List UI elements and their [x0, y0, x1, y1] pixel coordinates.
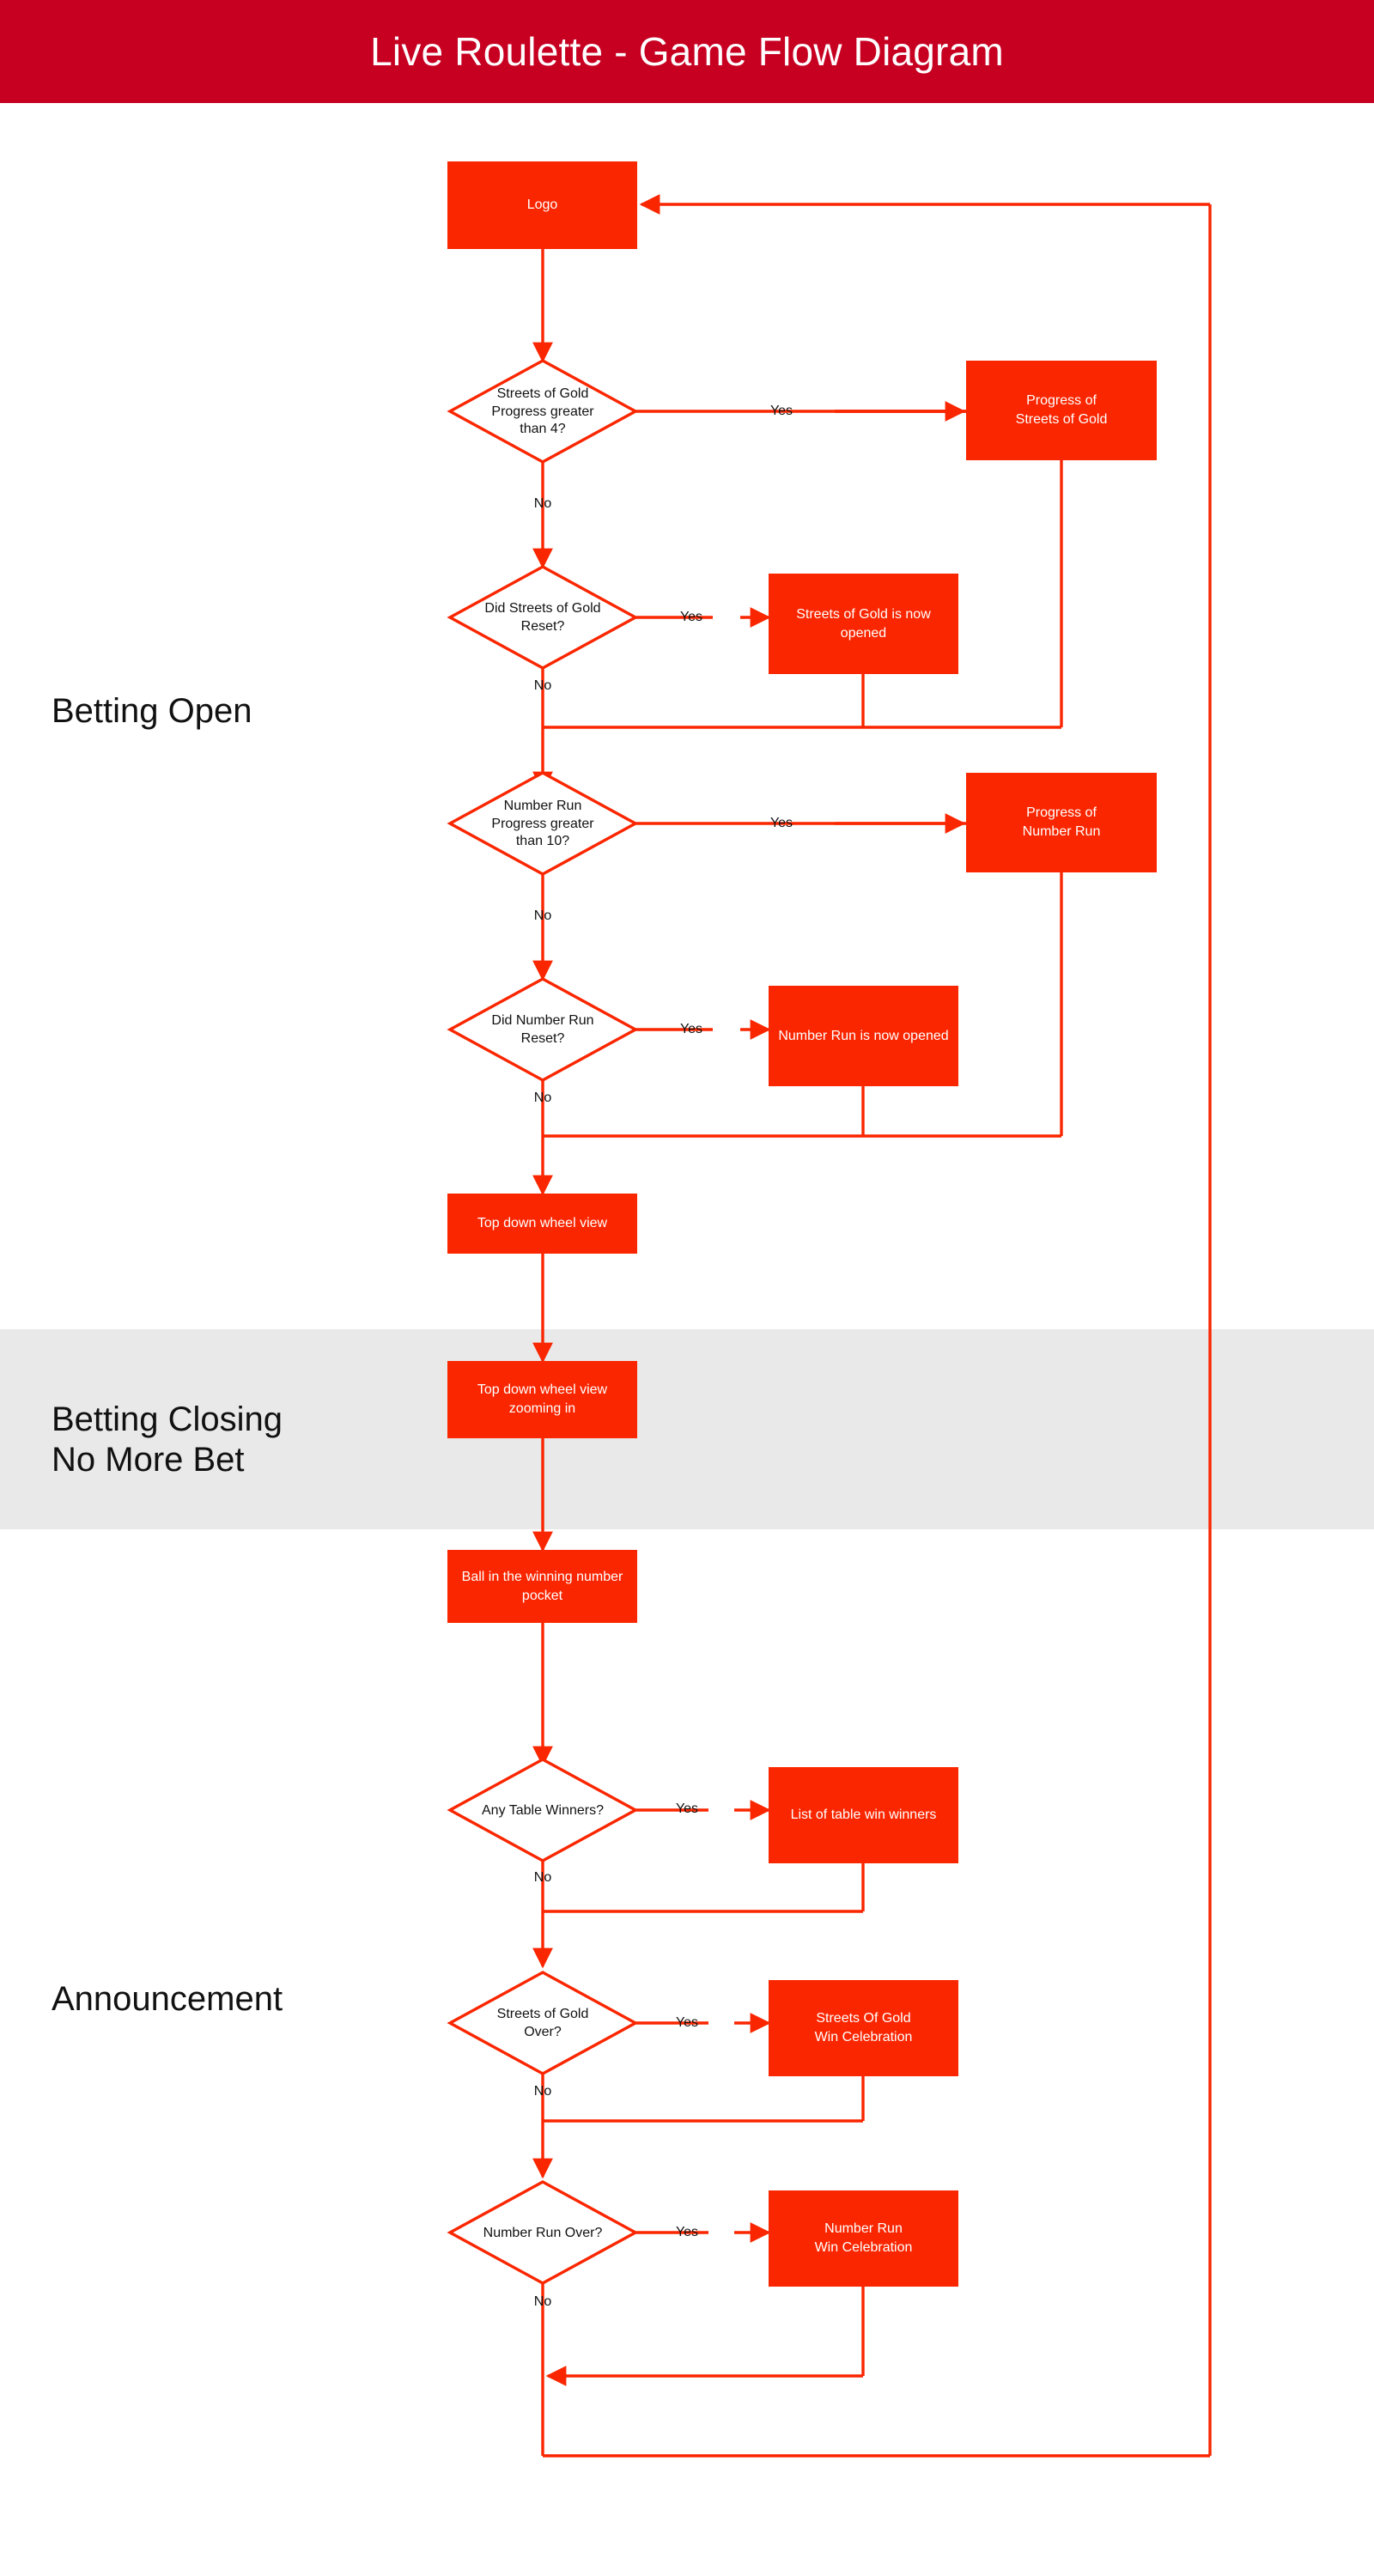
edge-label-no-6: No: [533, 2084, 552, 2099]
diamond-nr-progress: [447, 771, 639, 876]
edge-label-yes-1: Yes: [769, 404, 793, 418]
page-title: Live Roulette - Game Flow Diagram: [370, 29, 1004, 74]
label-table-winners-question[interactable]: Any Table Winners?: [482, 1802, 604, 1818]
node-top-down-wheel-view[interactable]: Top down wheel view: [447, 1194, 637, 1254]
node-top-down-wheel-view-zooming-in[interactable]: Top down wheel view zooming in: [447, 1361, 637, 1438]
diamond-nr-reset: [447, 977, 639, 1082]
node-ball-in-winning-number-pocket[interactable]: Ball in the winning number pocket: [447, 1550, 637, 1623]
edge-label-no-2: No: [533, 678, 552, 693]
edge-label-no-3: No: [533, 908, 552, 923]
phase-label-betting-closing: Betting Closing No More Bet: [52, 1400, 283, 1479]
diamond-sog-over: [447, 1971, 639, 2075]
node-progress-number-run[interactable]: Progress of Number Run: [966, 773, 1157, 872]
node-list-of-table-win-winners[interactable]: List of table win winners: [769, 1767, 958, 1863]
edge-label-no-7: No: [533, 2294, 552, 2309]
label-sog-reset-question[interactable]: Did Streets of Gold Reset?: [484, 601, 601, 634]
edge-label-no-4: No: [533, 1091, 552, 1105]
diamond-sog-reset: [447, 565, 639, 670]
phase-label-betting-open: Betting Open: [52, 692, 252, 730]
edge-label-no-5: No: [533, 1870, 552, 1885]
diamond-table-winners: [447, 1758, 639, 1862]
label-nr-over-question[interactable]: Number Run Over?: [483, 2225, 603, 2240]
phase-band-betting-closing: [0, 1329, 1374, 1529]
label-sog-progress-question[interactable]: Streets of Gold Progress greater than 4?: [491, 386, 594, 437]
edge-label-yes-7: Yes: [675, 2225, 699, 2239]
edge-label-no-1: No: [533, 496, 552, 511]
edge-label-yes-6: Yes: [675, 2015, 699, 2030]
node-number-run-win-celebration[interactable]: Number Run Win Celebration: [769, 2190, 958, 2287]
node-streets-of-gold-win-celebration[interactable]: Streets Of Gold Win Celebration: [769, 1980, 958, 2076]
edge-label-yes-3: Yes: [769, 816, 793, 830]
node-logo[interactable]: Logo: [447, 161, 637, 249]
diamond-nr-over: [447, 2180, 639, 2285]
node-streets-of-gold-opened[interactable]: Streets of Gold is now opened: [769, 574, 958, 674]
header-bar: Live Roulette - Game Flow Diagram: [0, 0, 1374, 103]
node-number-run-opened[interactable]: Number Run is now opened: [769, 986, 958, 1086]
diamond-sog-progress: [447, 359, 639, 464]
edge-label-yes-4: Yes: [679, 1022, 703, 1036]
label-sog-over-question[interactable]: Streets of Gold Over?: [496, 2007, 589, 2039]
edge-label-yes-5: Yes: [675, 1801, 699, 1816]
phase-label-announcement: Announcement: [52, 1980, 283, 2018]
label-nr-reset-question[interactable]: Did Number Run Reset?: [491, 1013, 594, 1046]
label-nr-progress-question[interactable]: Number Run Progress greater than 10?: [491, 798, 594, 849]
node-progress-streets-of-gold[interactable]: Progress of Streets of Gold: [966, 361, 1157, 460]
edge-label-yes-2: Yes: [679, 610, 703, 624]
